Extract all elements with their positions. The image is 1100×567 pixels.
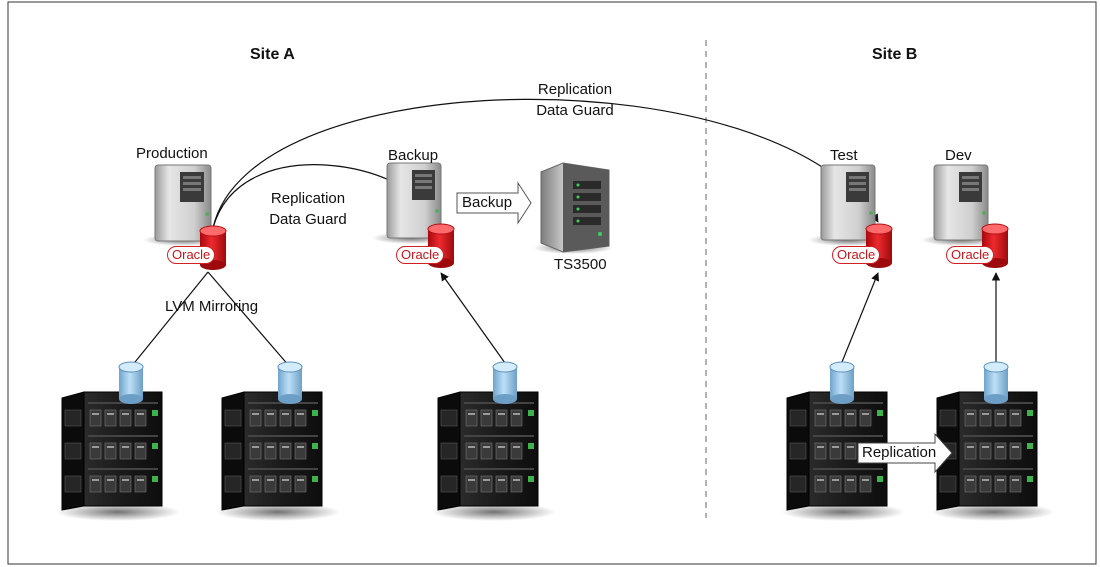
storage-rack-4-lun-icon <box>829 361 855 404</box>
storage-rack-2-icon <box>216 391 340 521</box>
replication-mid-label: Replication Data Guard <box>248 188 368 230</box>
storage-rack-5-icon <box>931 391 1055 521</box>
storage-rack-1-lun-icon <box>118 361 144 404</box>
backup-arrow-label: Backup <box>462 194 513 211</box>
backup-oracle-badge: Oracle <box>396 246 445 264</box>
storage-rack-3-icon <box>432 391 556 521</box>
tape-library-icon <box>533 162 613 254</box>
storage-rack-1-icon <box>56 391 180 521</box>
storage-rack-2-lun-icon <box>277 361 303 404</box>
test-server-icon <box>808 164 888 246</box>
tape-library-label: TS3500 <box>554 256 607 273</box>
storage-rack-5-lun-icon <box>983 361 1009 404</box>
replication-top-label: Replication Data Guard <box>515 79 635 121</box>
test-label: Test <box>830 147 858 164</box>
dev-server-icon <box>921 164 1001 246</box>
diagram-frame <box>7 1 1097 565</box>
storage-to-test-arrow <box>841 272 880 363</box>
lvm-link-right <box>207 271 291 368</box>
test-oracle-badge: Oracle <box>832 246 881 264</box>
production-label: Production <box>136 145 208 162</box>
replication-top-line1: Replication <box>537 81 613 98</box>
backup-label: Backup <box>388 147 439 164</box>
site-b-title: Site B <box>872 46 918 63</box>
lvm-link-left <box>130 271 209 368</box>
production-oracle-badge: Oracle <box>167 246 216 264</box>
backup-arrow-icon <box>456 181 532 225</box>
replication-arc-to-test <box>212 98 879 229</box>
replication-mid-line2: Data Guard <box>269 211 347 228</box>
replication-mid-line1: Replication <box>270 190 346 207</box>
dev-oracle-badge: Oracle <box>946 246 995 264</box>
site-a-title: Site A <box>250 46 295 63</box>
storage-rack-3-lun-icon <box>492 361 518 404</box>
dev-label: Dev <box>945 147 972 164</box>
storage-to-backup-arrow <box>440 272 506 364</box>
replication-top-line2: Data Guard <box>536 102 614 119</box>
storage-replication-arrow-icon <box>857 432 953 474</box>
storage-replication-label: Replication <box>862 444 937 461</box>
lvm-mirroring-label: LVM Mirroring <box>165 298 259 315</box>
